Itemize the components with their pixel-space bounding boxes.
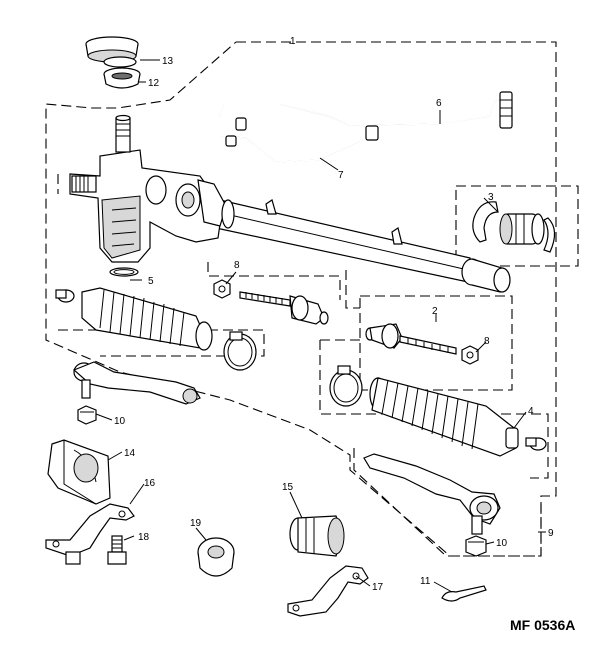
gaiter-clip-small-right <box>525 437 547 451</box>
callout-4: 4 <box>528 406 534 417</box>
track-rod-end-right <box>363 453 501 535</box>
grommet-part <box>197 537 235 577</box>
gaiter-clip-large-left <box>223 331 257 371</box>
split-pin-part <box>441 585 487 602</box>
callout-1: 1 <box>290 36 296 47</box>
fluid-pipe-long <box>219 91 513 129</box>
callout-8-lower: 8 <box>484 336 490 347</box>
callout-18: 18 <box>138 532 150 543</box>
gaiter-clip-large-right <box>329 365 363 407</box>
dust-cover-part <box>85 36 139 68</box>
castle-nut-left <box>77 405 97 425</box>
callout-9: 9 <box>548 528 554 539</box>
callout-10-right: 10 <box>496 538 508 549</box>
mounting-bush-right <box>289 515 345 557</box>
callout-3: 3 <box>488 192 494 203</box>
locknut-upper <box>213 279 231 299</box>
track-rod-end-left <box>72 361 201 405</box>
callout-11: 11 <box>420 576 431 587</box>
mounting-bracket-right <box>287 565 369 617</box>
fluid-pipe-short <box>221 117 379 163</box>
o-ring-part <box>109 267 139 277</box>
assembly-3-boundary <box>455 185 579 267</box>
callout-12: 12 <box>148 78 160 89</box>
locknut-lower <box>461 345 479 365</box>
pinion-seal-part <box>103 67 141 89</box>
callout-17: 17 <box>372 582 384 593</box>
mounting-bolt-part <box>107 535 127 565</box>
gaiter-clip-small-left <box>55 289 75 303</box>
callout-15: 15 <box>282 482 294 493</box>
callout-6: 6 <box>436 98 442 109</box>
assembly-2-boundary <box>345 270 513 391</box>
inner-tierod-group-boundary <box>57 174 341 357</box>
gaiter-boot-left <box>81 287 213 351</box>
assembly-9-boundary <box>353 448 542 557</box>
assembly-1-boundary <box>45 41 557 557</box>
callout-19: 19 <box>190 518 202 529</box>
figure-reference: MF 0536A <box>510 617 575 633</box>
callout-5: 5 <box>148 276 154 287</box>
inner-tie-rod-right <box>365 323 457 355</box>
steering-rack-housing <box>69 114 511 293</box>
nut-plate-part <box>65 551 81 565</box>
callout-labels: 1 2 3 4 5 6 7 8 8 9 10 10 11 12 13 14 15… <box>114 36 554 593</box>
callout-7: 7 <box>338 170 344 181</box>
callout-16: 16 <box>144 478 156 489</box>
callout-2: 2 <box>432 306 438 317</box>
callout-14: 14 <box>124 448 136 459</box>
mounting-bush-left <box>47 439 111 505</box>
callout-10-left: 10 <box>114 416 126 427</box>
gaiter-boot-right <box>369 377 519 457</box>
inner-tie-rod-left <box>239 291 329 325</box>
callout-13: 13 <box>162 56 174 67</box>
castle-nut-right <box>465 535 487 557</box>
leader-lines <box>95 42 546 593</box>
assembly-4-boundary <box>319 339 549 479</box>
callout-8-upper: 8 <box>234 260 240 271</box>
rack-bush-set <box>472 201 556 253</box>
